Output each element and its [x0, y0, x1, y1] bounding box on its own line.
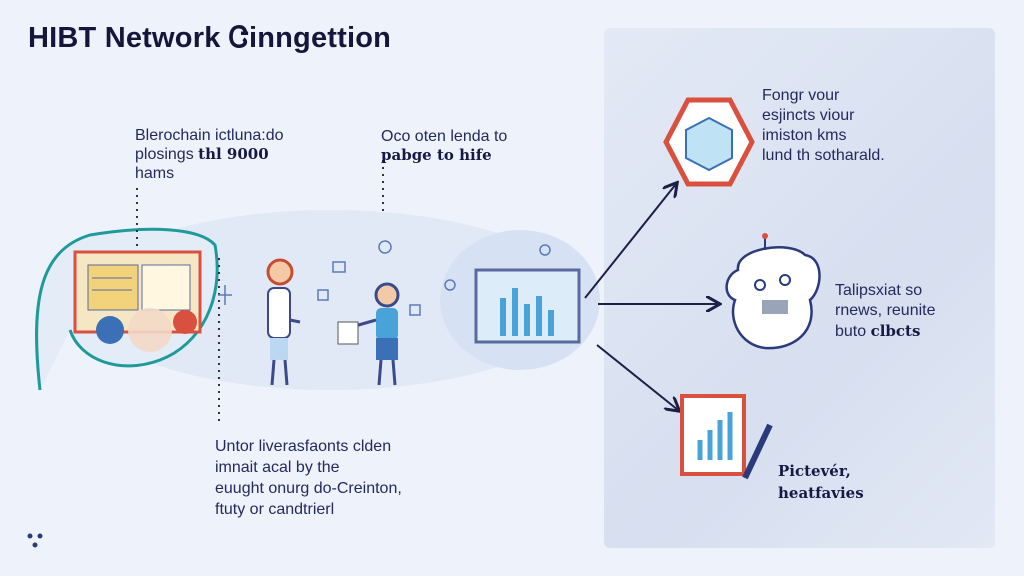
small-icons: [218, 240, 551, 316]
text: plosings: [135, 146, 194, 163]
panel-item-2-text: Talipsxiat so rnews, reunite buto clbcts: [835, 281, 936, 342]
chart-monitor-icon: [474, 268, 581, 344]
text-line: lund th sotharald.: [762, 147, 885, 164]
person-icon: [266, 258, 301, 386]
text-line: esjincts viour: [762, 107, 855, 124]
text-line: Talipsxiat so: [835, 282, 923, 299]
callout-line: euught onurg do-Creinton,: [215, 480, 402, 497]
callout-bottom-left: Untor liverasfaonts clden imnait acal by…: [215, 436, 402, 520]
chart-card-icon: [680, 394, 773, 480]
text-line: buto clbcts: [835, 321, 936, 342]
callout-top-middle: Oco oten lenda to pabge to hife: [381, 127, 507, 165]
text-line: heatfavies: [778, 484, 864, 502]
callout-line: pabge to hife: [381, 146, 492, 164]
text: buto: [835, 323, 867, 340]
panel-item-1-text: Fongr vour esjincts viour imiston kms lu…: [762, 86, 885, 166]
text-line: Pictevér,: [778, 462, 851, 480]
arrow: [584, 184, 676, 299]
text-line: rnews, reunite: [835, 302, 936, 319]
callout-line: Untor liverasfaonts clden: [215, 438, 392, 455]
bold-text: thl 9000: [198, 145, 269, 163]
text-line: imiston kms: [762, 127, 847, 144]
callout-line: imnait acal by the: [215, 459, 340, 476]
text-line: Fongr vour: [762, 87, 840, 104]
cube-hexagon-icon: [663, 97, 755, 187]
callout-line: plosings thl 9000: [135, 145, 284, 164]
dots-icon: [27, 533, 43, 548]
panel-item-3-text: Pictevér, heatfavies: [778, 460, 864, 504]
monitor-icon: [73, 250, 202, 352]
page-title: HIBT Network Ꮳinngettion: [28, 22, 392, 54]
person-icon: [337, 282, 400, 386]
robot-icon: [725, 233, 821, 350]
callout-line: ftuty or candtrierl: [215, 501, 335, 518]
callout-line: Oco oten lenda to: [381, 128, 508, 145]
arrow: [596, 344, 678, 410]
bold-text: clbcts: [870, 322, 921, 340]
callout-line: Blerochain ictluna:do: [135, 127, 284, 144]
callout-top-left: Blerochain ictluna:do plosings thl 9000 …: [135, 126, 284, 183]
callout-line: hams: [135, 165, 175, 182]
